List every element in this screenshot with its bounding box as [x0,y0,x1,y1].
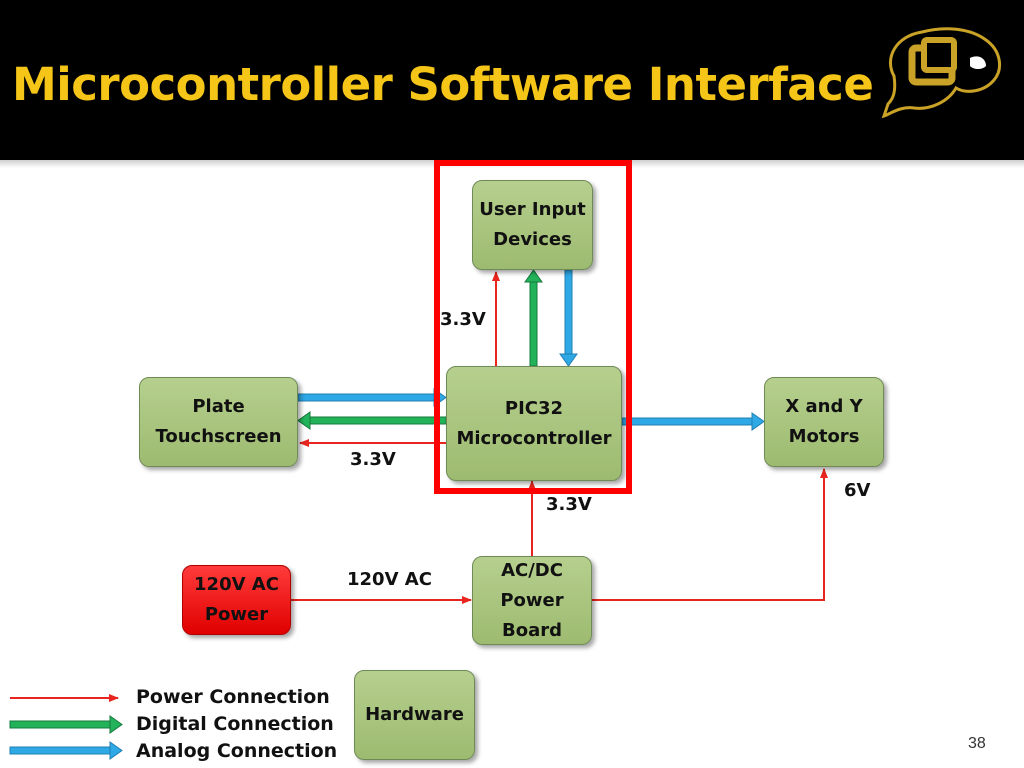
node-label: Power [500,589,564,611]
hardware-legend-node: Hardware [354,670,475,760]
legend-digital-icon [9,715,123,734]
slide-title: Microcontroller Software Interface [12,58,874,111]
node-label: Touchscreen [155,426,282,447]
power-arrow-board-to-motors [592,468,828,601]
user-input-voltage-label: 3.3V [440,309,486,330]
node-label: Devices [493,229,572,250]
pic32-voltage-label: 3.3V [546,494,592,515]
touchscreen-voltage-label: 3.3V [350,449,396,470]
node-label: User Input [479,199,586,220]
analog-arrow-pic32-to-motors [621,412,765,431]
motors-voltage-label: 6V [844,480,871,501]
node-label: Microcontroller [456,427,612,449]
legend-digital-label: Digital Connection [136,713,334,735]
node-label: Plate [192,396,245,417]
legend-power-label: Power Connection [136,686,330,708]
page-number: 38 [968,735,986,752]
legend-analog-icon [9,741,123,760]
ac-input-label: 120V AC [347,569,432,590]
node-label: Hardware [365,704,464,725]
node-label: Motors [788,426,860,447]
cu-buffalo-logo-icon [881,27,1002,118]
node-label: AC/DC [501,559,563,581]
node-label: Board [502,619,562,641]
slide-header [0,0,1024,160]
node-label: 120V AC [194,574,279,595]
digital-arrow-pic32-to-plate [297,411,447,430]
microcontroller-highlight-frame [434,160,632,494]
ac-power-source-node: 120V AC Power [182,565,291,635]
legend-analog-label: Analog Connection [136,740,338,762]
node-label: Power [204,604,269,625]
analog-arrow-user-input-to-pic32 [559,269,578,367]
xy-motors-node: X and Y Motors [764,377,884,467]
node-label: PIC32 [504,397,564,419]
node-label: X and Y [785,396,863,417]
analog-arrow-plate-to-pic32 [297,388,447,407]
